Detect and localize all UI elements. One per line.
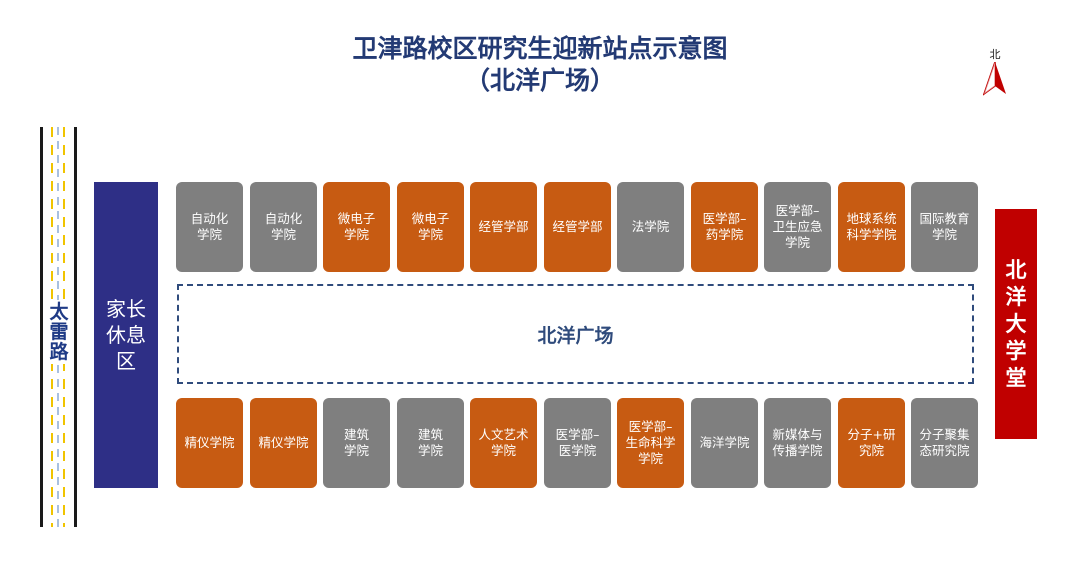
station-tile: 微电子 学院 (323, 182, 390, 272)
station-tile: 法学院 (617, 182, 684, 272)
compass: 北 (983, 48, 1007, 98)
road-label: 太 雷 路 (45, 300, 73, 364)
page-title: 卫津路校区研究生迎新站点示意图 (352, 34, 728, 63)
station-tile: 医学部– 医学院 (544, 398, 611, 488)
station-tile: 人文艺术 学院 (470, 398, 537, 488)
beiyang-hall-label: 北 洋 大 学 堂 (1005, 257, 1027, 390)
station-tile: 医学部– 卫生应急 学院 (764, 182, 831, 272)
compass-north-label: 北 (989, 48, 1001, 61)
station-tile: 国际教育 学院 (911, 182, 978, 272)
station-tile: 新媒体与 传播学院 (764, 398, 831, 488)
station-row-top: 自动化 学院 自动化 学院 微电子 学院 微电子 学院 经管学部 经管学部 法学… (176, 182, 978, 272)
plaza-area: 北洋广场 (177, 284, 974, 384)
station-tile: 经管学部 (470, 182, 537, 272)
beiyang-hall: 北 洋 大 学 堂 (995, 209, 1037, 439)
parents-rest-area-label: 家长 休息 区 (106, 297, 146, 373)
station-tile: 地球系统 科学学院 (838, 182, 905, 272)
station-tile: 医学部– 生命科学 学院 (617, 398, 684, 488)
station-tile: 建筑 学院 (397, 398, 464, 488)
station-tile: 分子聚集 态研究院 (911, 398, 978, 488)
station-tile: 分子+研 究院 (838, 398, 905, 488)
parents-rest-area: 家长 休息 区 (94, 182, 158, 488)
station-tile: 医学部– 药学院 (691, 182, 758, 272)
station-tile: 自动化 学院 (250, 182, 317, 272)
station-tile: 精仪学院 (176, 398, 243, 488)
page-subtitle: （北洋广场） (464, 66, 615, 95)
station-row-bottom: 精仪学院 精仪学院 建筑 学院 建筑 学院 人文艺术 学院 医学部– 医学院 医… (176, 398, 978, 488)
station-tile: 建筑 学院 (323, 398, 390, 488)
station-tile: 经管学部 (544, 182, 611, 272)
station-tile: 精仪学院 (250, 398, 317, 488)
north-arrow-icon (983, 62, 1006, 96)
plaza-label: 北洋广场 (537, 324, 614, 347)
station-tile: 微电子 学院 (397, 182, 464, 272)
station-tile: 海洋学院 (691, 398, 758, 488)
station-tile: 自动化 学院 (176, 182, 243, 272)
